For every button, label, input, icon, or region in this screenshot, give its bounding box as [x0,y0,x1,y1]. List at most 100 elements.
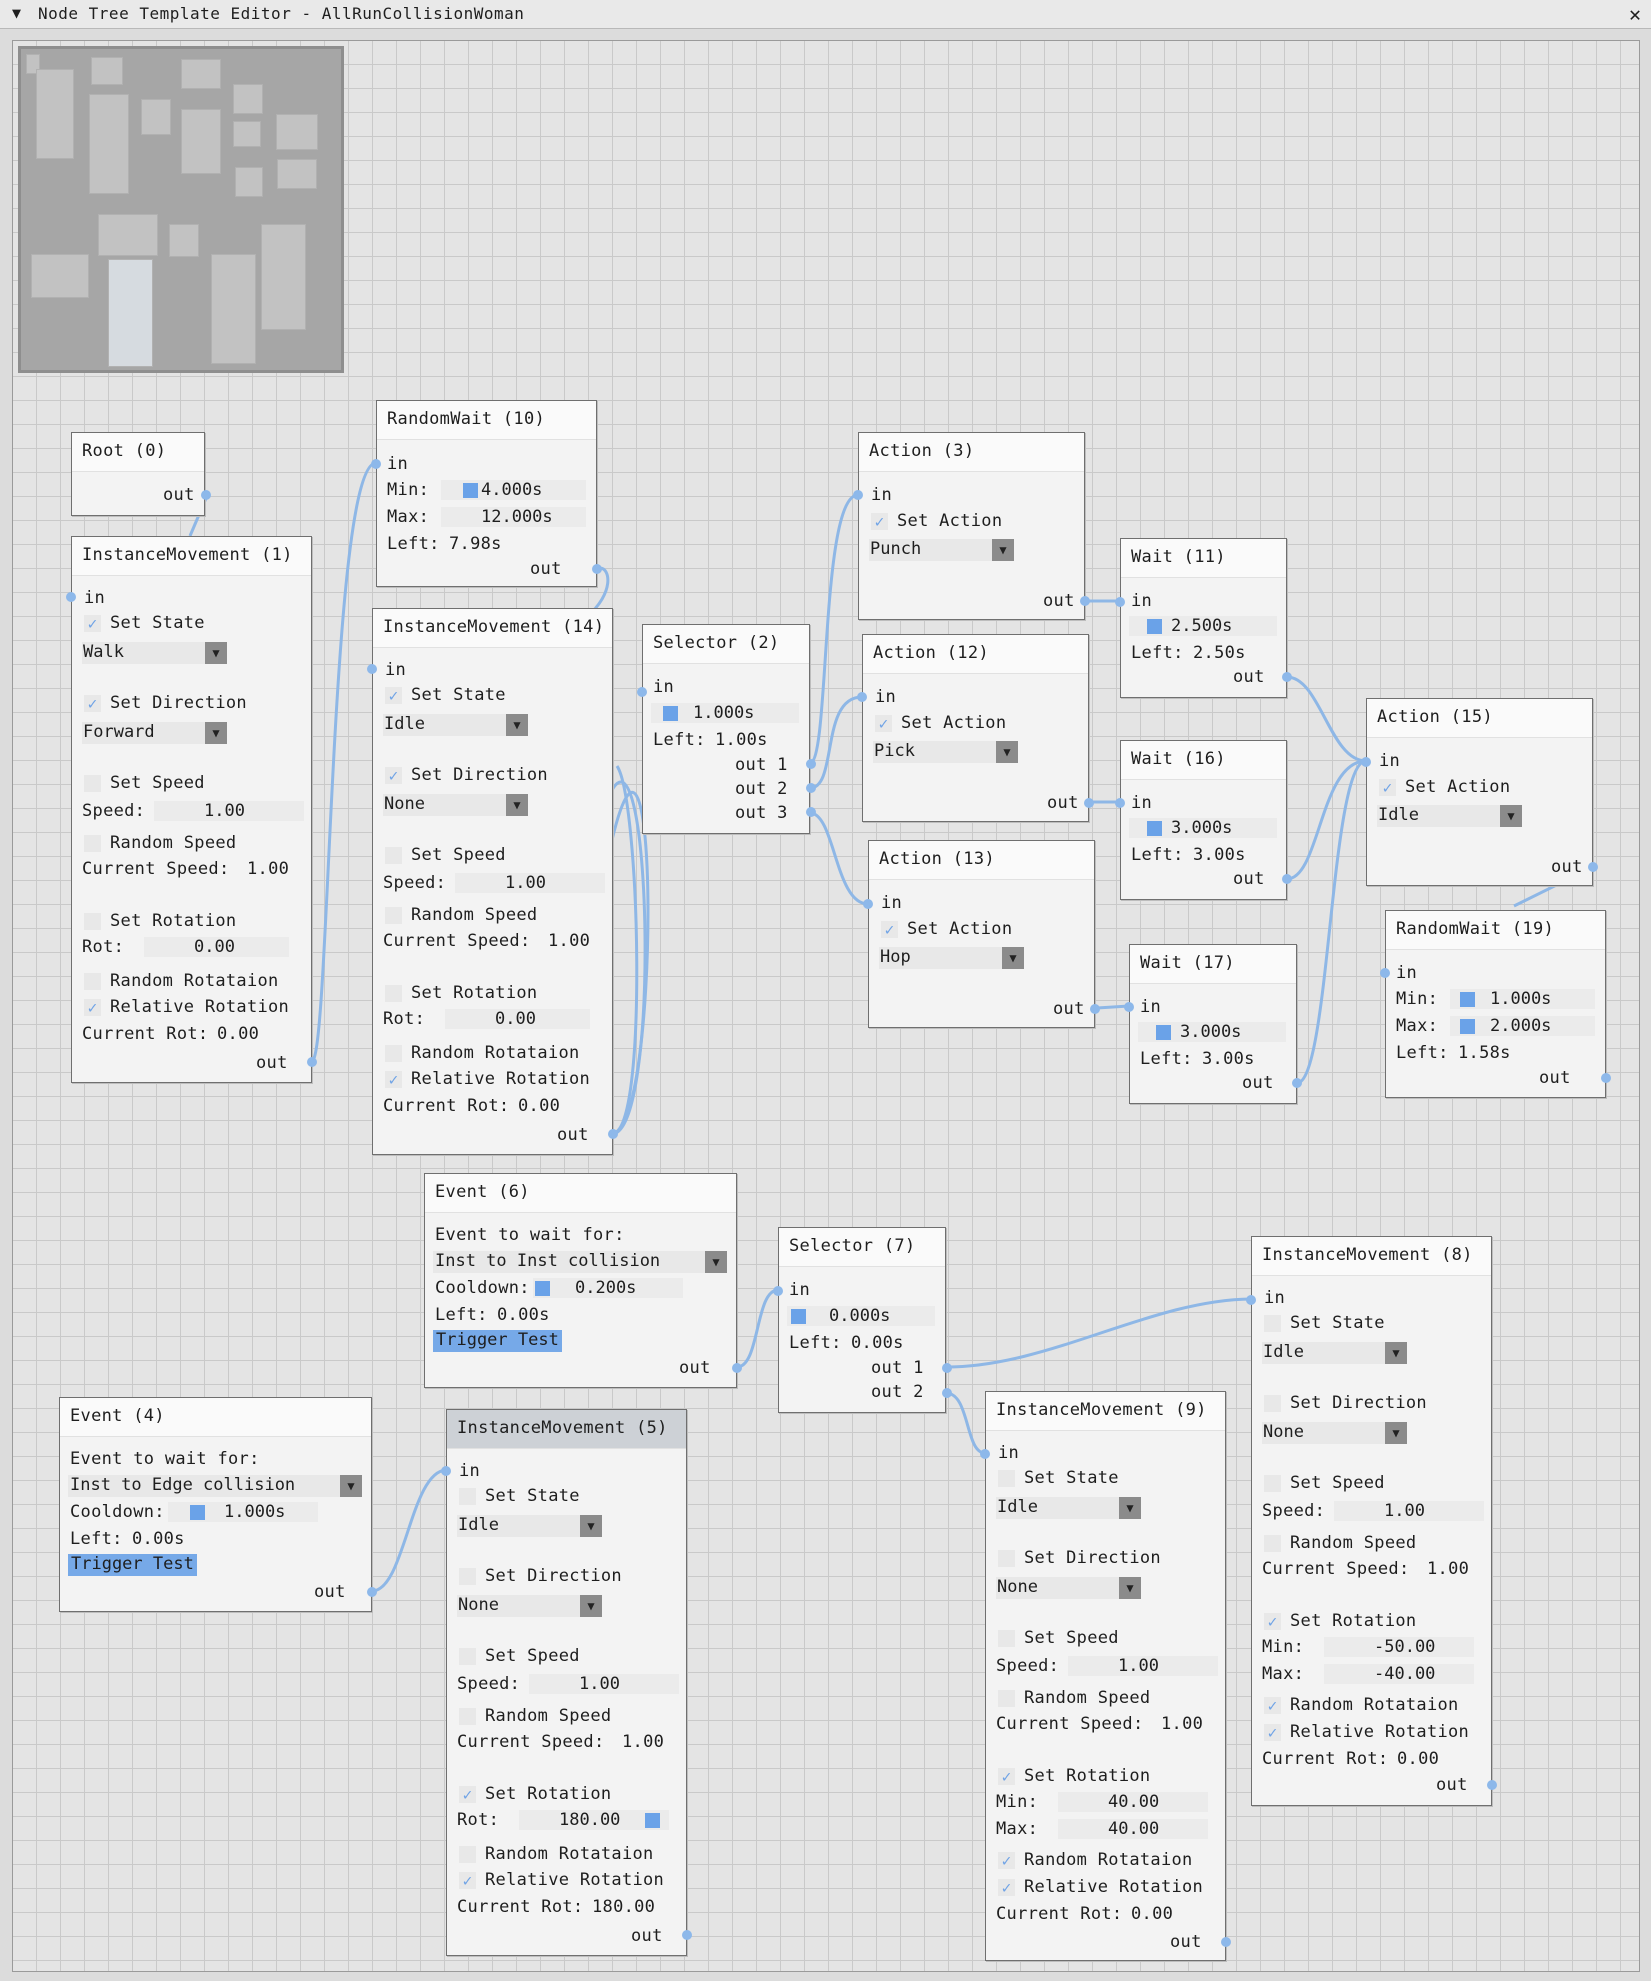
time-field[interactable]: 3.000s [1129,818,1277,838]
set-direction-checkbox[interactable] [998,1550,1015,1567]
in-port[interactable] [863,899,873,909]
direction-dropdown[interactable]: None▼ [457,1595,602,1617]
out-1-port[interactable] [942,1363,952,1373]
node-root[interactable]: Root (0) out [71,432,211,516]
state-dropdown[interactable]: Idle▼ [457,1515,602,1537]
relative-rotation-checkbox[interactable]: ✓ [459,1872,476,1889]
node-instance-movement-1[interactable]: InstanceMovement (1) in ✓ Set State Walk… [66,536,317,1083]
cooldown-field[interactable]: 1.000s [168,1502,318,1522]
random-rotation-checkbox[interactable]: ✓ [998,1852,1015,1869]
random-rotation-checkbox[interactable]: ✓ [1264,1697,1281,1714]
time-field[interactable]: 3.000s [1138,1022,1286,1042]
random-speed-checkbox[interactable] [385,907,402,924]
out-port[interactable] [732,1363,742,1373]
set-state-checkbox[interactable]: ✓ [385,687,402,704]
rot-min-field[interactable]: 40.00 [1058,1792,1208,1812]
in-port[interactable] [1246,1295,1256,1305]
in-port[interactable] [1361,757,1371,767]
in-port[interactable] [1380,968,1390,978]
event-dropdown[interactable]: Inst to Inst collision▼ [433,1251,727,1273]
in-port[interactable] [980,1449,990,1459]
action-dropdown[interactable]: Pick▼ [873,741,1018,763]
set-speed-checkbox[interactable] [459,1648,476,1665]
random-rotation-checkbox[interactable] [385,1045,402,1062]
set-direction-checkbox[interactable] [459,1568,476,1585]
state-dropdown[interactable]: Idle▼ [996,1497,1141,1519]
min-field[interactable]: 1.000s [1450,989,1595,1009]
speed-field[interactable]: 1.00 [1334,1501,1484,1521]
state-dropdown[interactable]: Walk▼ [82,642,227,664]
out-port[interactable] [1292,1078,1302,1088]
set-rotation-checkbox[interactable]: ✓ [1264,1613,1281,1630]
random-rotation-checkbox[interactable] [84,973,101,990]
node-instance-movement-14[interactable]: InstanceMovement (14) in ✓ Set State Idl… [367,608,618,1155]
direction-dropdown[interactable]: None▼ [383,794,528,816]
out-2-port[interactable] [942,1388,952,1398]
out-port[interactable] [592,564,602,574]
rot-field[interactable]: 0.00 [144,937,289,957]
node-action-12[interactable]: Action (12) in ✓ Set Action Pick▼ out [857,634,1094,822]
set-speed-checkbox[interactable] [1264,1475,1281,1492]
action-dropdown[interactable]: Punch▼ [869,539,1014,561]
in-port[interactable] [857,692,867,702]
out-port[interactable] [1588,862,1598,872]
node-selector-7[interactable]: Selector (7) in 0.000s Left: 0.00s out 1… [773,1227,952,1413]
node-action-13[interactable]: Action (13) in ✓ Set Action Hop▼ out [863,840,1100,1028]
node-event-4[interactable]: Event (4) Event to wait for: Inst to Edg… [59,1397,377,1612]
close-icon[interactable]: ✕ [1628,2,1641,26]
set-speed-checkbox[interactable] [84,775,101,792]
set-speed-checkbox[interactable] [998,1630,1015,1647]
out-port[interactable] [307,1057,317,1067]
node-instance-movement-8[interactable]: InstanceMovement (8) in Set State Idle▼ … [1246,1236,1497,1806]
in-port[interactable] [773,1286,783,1296]
direction-dropdown[interactable]: None▼ [996,1577,1141,1599]
time-field[interactable]: 1.000s [651,703,799,723]
node-canvas[interactable] [12,40,1640,1972]
trigger-test-button[interactable]: Trigger Test [433,1330,562,1352]
set-rotation-checkbox[interactable] [385,985,402,1002]
state-dropdown[interactable]: Idle▼ [1262,1342,1407,1364]
in-port[interactable] [367,664,377,674]
set-action-checkbox[interactable]: ✓ [1379,779,1396,796]
out-port[interactable] [1090,1004,1100,1014]
relative-rotation-checkbox[interactable]: ✓ [84,999,101,1016]
random-rotation-checkbox[interactable] [459,1846,476,1863]
node-random-wait-10[interactable]: RandomWait (10) in Min: 4.000s Max: 12.0… [371,400,602,587]
set-rotation-checkbox[interactable]: ✓ [998,1768,1015,1785]
set-action-checkbox[interactable]: ✓ [875,715,892,732]
random-speed-checkbox[interactable] [998,1690,1015,1707]
node-wait-16[interactable]: Wait (16) in 3.000s Left: 3.00s out [1115,740,1292,900]
time-field[interactable]: 2.500s [1129,616,1277,636]
out-port[interactable] [1221,1937,1231,1947]
set-state-checkbox[interactable] [998,1470,1015,1487]
speed-field[interactable]: 1.00 [154,801,304,821]
node-action-15[interactable]: Action (15) in ✓ Set Action Idle▼ out [1361,698,1598,886]
set-action-checkbox[interactable]: ✓ [881,921,898,938]
set-rotation-checkbox[interactable]: ✓ [459,1786,476,1803]
cooldown-field[interactable]: 0.200s [533,1278,683,1298]
set-state-checkbox[interactable] [459,1488,476,1505]
set-direction-checkbox[interactable] [1264,1395,1281,1412]
random-speed-checkbox[interactable] [1264,1535,1281,1552]
out-2-port[interactable] [806,783,816,793]
action-dropdown[interactable]: Hop▼ [879,947,1024,969]
random-speed-checkbox[interactable] [459,1708,476,1725]
in-port[interactable] [853,490,863,500]
event-dropdown[interactable]: Inst to Edge collision▼ [68,1475,362,1497]
rot-max-field[interactable]: -40.00 [1324,1664,1474,1684]
relative-rotation-checkbox[interactable]: ✓ [385,1071,402,1088]
state-dropdown[interactable]: Idle▼ [383,714,528,736]
rot-field[interactable]: 0.00 [445,1009,590,1029]
time-field[interactable]: 0.000s [787,1306,935,1326]
rot-field[interactable]: 180.00 [519,1810,669,1830]
speed-field[interactable]: 1.00 [1068,1656,1218,1676]
out-3-port[interactable] [806,807,816,817]
out-port[interactable] [367,1587,377,1597]
speed-field[interactable]: 1.00 [529,1674,679,1694]
out-port[interactable] [1084,798,1094,808]
set-speed-checkbox[interactable] [385,847,402,864]
out-1-port[interactable] [806,759,816,769]
in-port[interactable] [441,1466,451,1476]
in-port[interactable] [1115,597,1125,607]
in-port[interactable] [1124,1002,1134,1012]
